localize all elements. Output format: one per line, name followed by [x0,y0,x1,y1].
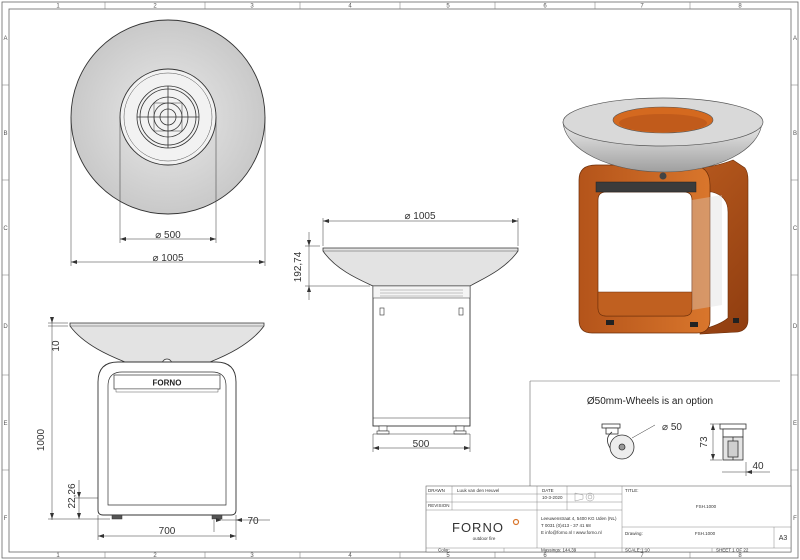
row-label: F [793,516,797,522]
dim-outer-diameter: ⌀ 1005 [152,253,183,264]
massing-value: Massings: 144,39 [541,548,577,553]
product-3d-render [562,97,764,335]
col-label: 7 [640,4,644,10]
col-label: 6 [543,553,547,559]
dim-bowl-height: 192,74 [293,251,304,282]
title-block: DRAWN Luuk van den Heuvel REVISION DATE … [425,485,792,553]
revision-label: REVISION [428,503,450,508]
logo-dot-icon [512,518,520,526]
scale-label: SCALE:1:10 [625,548,650,553]
drawn-name: Luuk van den Heuvel [457,488,499,493]
address-line: Leeuwenstraat 4, 5400 KG Uden (NL) [541,516,617,521]
logo-subtitle: outdoor fire [473,536,496,541]
dim-inner-diameter: ⌀ 500 [155,230,181,241]
wheel-caster-icon [601,423,635,460]
dim-1000: 1000 [36,428,47,451]
row-label: C [793,226,798,232]
col-label: 3 [250,4,254,10]
drawing-value: FSH.1000 [695,531,716,536]
dim-73: 73 [699,436,710,448]
row-label: E [3,421,7,427]
col-label: 5 [446,4,450,10]
dim-10: 10 [51,340,62,352]
front-view: FORNO 10 1000 22,26 [36,317,270,540]
drawn-label: DRAWN [428,488,445,493]
title-value: FSH.1000 [696,504,717,509]
top-view: ⌀ 500 ⌀ 1005 [70,19,266,266]
col-label: 6 [543,4,547,10]
stand-side-body [372,285,471,427]
color-label: Color: [438,548,450,553]
title-label: TITLE: [625,488,639,493]
forno-logo: FORNO [452,520,504,535]
side-view: ⌀ 1005 192,74 [293,211,519,452]
row-label: A [793,36,797,42]
dim-side-diameter: ⌀ 1005 [404,211,435,222]
sheet-number: SHEET 1 OF 22 [716,548,749,553]
dim-22-26: 22,26 [67,483,78,508]
col-label: 1 [56,4,60,10]
drawing-label: Drawing: [625,531,643,536]
col-label: 5 [446,553,450,559]
address-line: E info@forno.nl I www.forno.nl [541,530,602,535]
foot-icon [376,307,467,435]
row-label: F [4,516,8,522]
col-label: 2 [153,4,157,10]
grill-grate-icon [136,85,200,149]
bowl-front-profile [69,322,265,363]
col-label: 8 [738,553,742,559]
dim-700: 700 [159,526,176,537]
col-label: 2 [153,553,157,559]
row-label: B [3,131,7,137]
dim-wheel-diameter: ⌀ 50 [662,422,682,433]
date-value: 10-3-2020 [542,495,563,500]
wheel-option-title: Ø50mm-Wheels is an option [587,396,713,407]
row-label: D [3,324,8,330]
wheel-detail-panel: Ø50mm-Wheels is an option ⌀ 50 [529,380,780,486]
dim-70: 70 [247,516,259,527]
row-label: E [793,421,797,427]
bowl-side-profile [322,247,519,287]
brand-label: FORNO [153,379,182,388]
col-label: 8 [738,4,742,10]
row-label: A [3,36,7,42]
row-label: B [793,131,797,137]
col-label: 4 [348,553,352,559]
col-label: 1 [56,553,60,559]
row-label: C [3,226,8,232]
row-label: D [793,324,798,330]
dim-40: 40 [752,461,764,472]
col-label: 4 [348,4,352,10]
sheet-size: A3 [779,535,788,542]
dim-side-base-width: 500 [413,439,430,450]
col-label: 3 [250,553,254,559]
date-label: DATE [542,488,554,493]
wheel-caster-side-icon [719,423,747,461]
projection-symbol-icon [574,492,595,502]
col-label: 7 [640,553,644,559]
stand-front-frame [97,361,237,516]
address-line: T 0031 (0)413 - 37 41 68 [541,523,591,528]
brand-plate-3d [595,181,697,193]
